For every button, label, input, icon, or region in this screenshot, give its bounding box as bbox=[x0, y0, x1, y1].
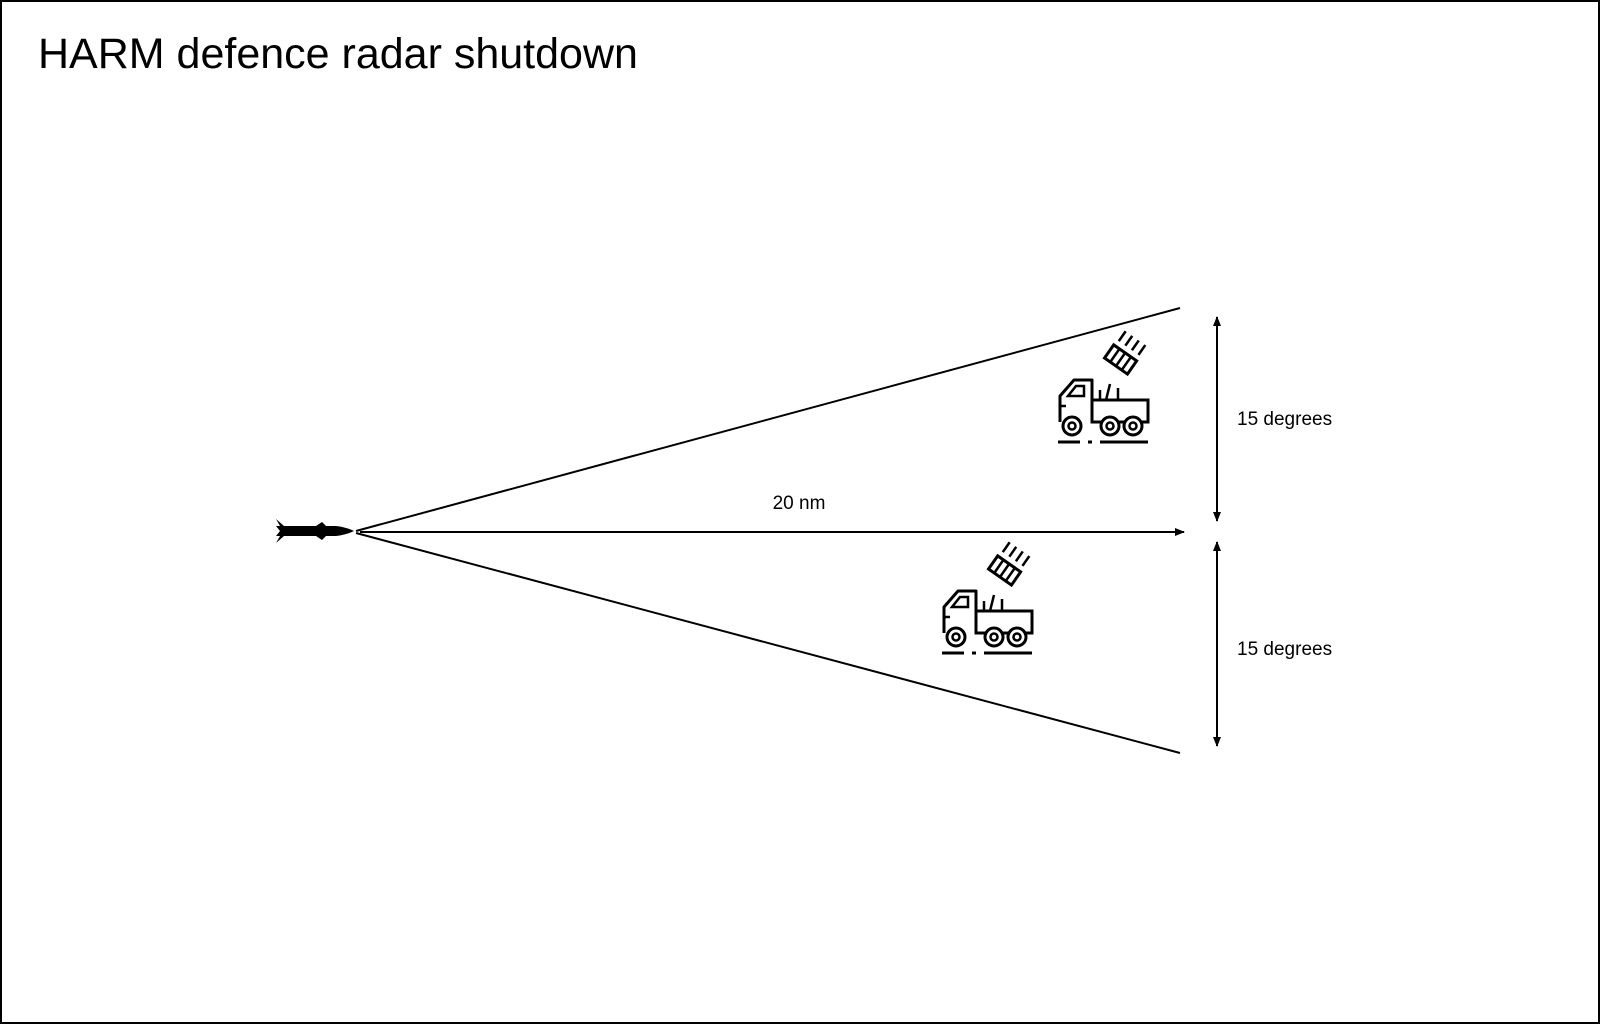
page-title: HARM defence radar shutdown bbox=[38, 30, 638, 78]
missile-launcher-truck-icon bbox=[1056, 328, 1150, 444]
missile-icon bbox=[276, 519, 354, 543]
upper-angle-label: 15 degrees bbox=[1237, 409, 1332, 430]
missile-launcher-truck-icon bbox=[940, 539, 1034, 655]
range-label: 20 nm bbox=[773, 493, 826, 514]
cone-lower-edge bbox=[355, 532, 1181, 754]
lower-angle-label: 15 degrees bbox=[1237, 639, 1332, 660]
cone-upper-edge bbox=[355, 307, 1181, 532]
